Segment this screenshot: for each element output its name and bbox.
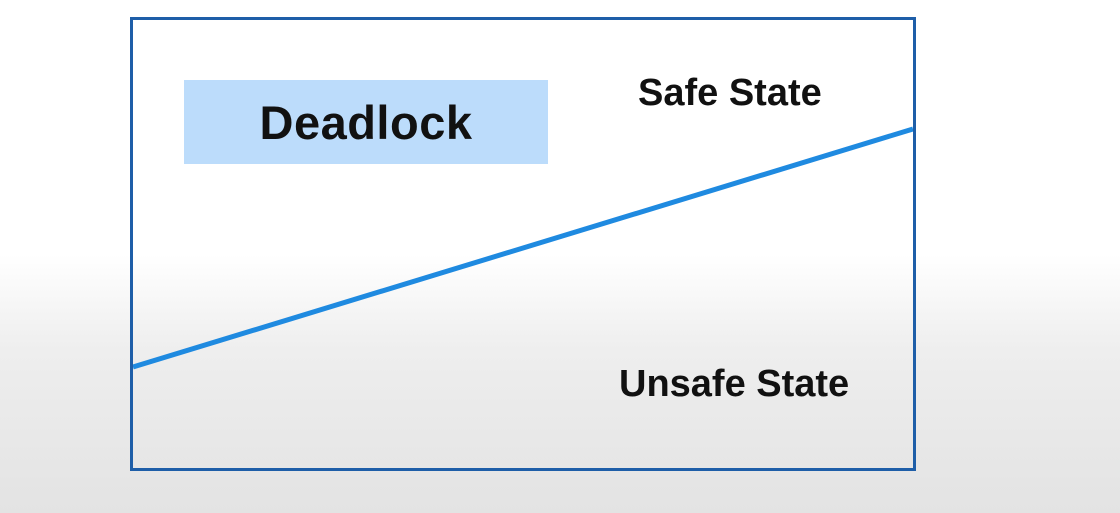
safe-unsafe-divider-line [133,126,913,370]
deadlock-region: Deadlock [184,80,548,164]
divider-line [133,126,913,370]
state-diagram-frame: Deadlock Safe State Unsafe State [130,17,916,471]
safe-state-label: Safe State [638,72,822,114]
deadlock-label: Deadlock [259,95,473,149]
unsafe-state-label: Unsafe State [619,363,850,405]
